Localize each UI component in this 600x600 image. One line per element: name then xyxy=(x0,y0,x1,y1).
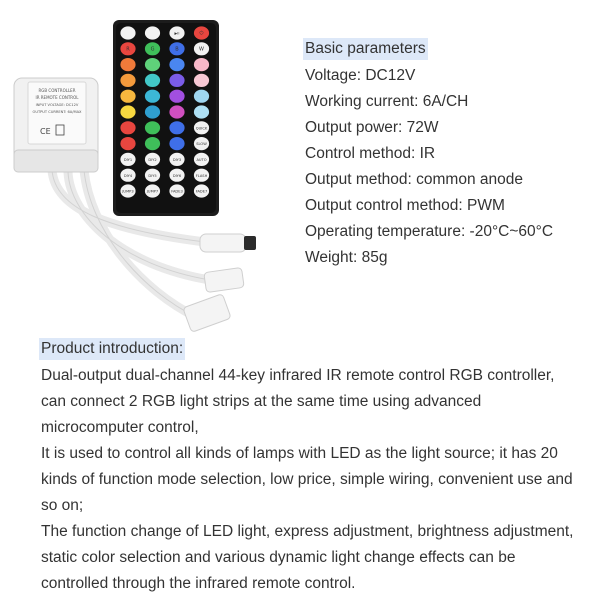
introduction-paragraph: It is used to control all kinds of lamps… xyxy=(41,445,573,514)
remote-button xyxy=(120,137,136,151)
param-operating-temperature: Operating temperature: -20°C~60°C xyxy=(305,223,554,240)
remote-button-label: W xyxy=(199,46,204,52)
remote-button xyxy=(193,89,210,103)
remote-button xyxy=(144,26,161,40)
remote-button xyxy=(144,137,161,151)
param-weight: Weight: 85g xyxy=(305,249,388,266)
remote-button xyxy=(144,152,161,166)
remote-button-label: B xyxy=(175,46,179,52)
param-working-current: Working current: 6A/CH xyxy=(305,93,469,110)
remote-button xyxy=(120,89,136,103)
remote-button xyxy=(169,26,185,40)
ce-mark: CE xyxy=(40,127,51,136)
remote-button-label: G xyxy=(151,46,155,52)
introduction-paragraph: The function change of LED light, expres… xyxy=(41,523,574,592)
remote-button xyxy=(169,137,185,151)
remote-button xyxy=(169,121,185,135)
remote-button xyxy=(144,73,161,87)
introduction-body: Dual-output dual-channel 44-key infrared… xyxy=(41,363,581,597)
remote-button-label: FADE3 xyxy=(171,190,183,194)
remote-button xyxy=(193,121,210,135)
remote-button xyxy=(120,121,136,135)
remote-button xyxy=(144,168,161,182)
remote-button xyxy=(144,184,161,198)
remote-button xyxy=(193,26,210,40)
remote-button-label: DIY3 xyxy=(173,158,181,162)
remote-button-label: R xyxy=(126,46,130,52)
remote-button-label: DIY5 xyxy=(148,174,156,178)
param-voltage: Voltage: DC12V xyxy=(305,67,416,84)
remote-button xyxy=(169,73,185,87)
connector-male xyxy=(199,233,256,253)
remote-button xyxy=(120,73,136,87)
remote-button xyxy=(193,73,210,87)
remote-button-label: JUMP7 xyxy=(146,190,158,194)
remote-button xyxy=(120,184,136,198)
remote-button xyxy=(144,42,161,56)
remote-button-label: QUICK xyxy=(196,126,208,130)
remote-button xyxy=(144,58,161,72)
remote-button xyxy=(193,152,210,166)
remote-button-label: DIY2 xyxy=(148,158,156,162)
remote-button xyxy=(169,105,185,119)
remote-button xyxy=(144,121,161,135)
param-output-power: Output power: 72W xyxy=(305,119,439,136)
remote-control: ▶II ⏻ R G B W QUICK SLOW DIY1 DIY2 DIY3 AUTO DIY4 DIY… xyxy=(113,20,219,216)
remote-button xyxy=(193,58,210,72)
remote-button xyxy=(169,168,185,182)
remote-button xyxy=(193,137,210,151)
basic-parameters: Basic parameters Voltage: DC12V Working … xyxy=(303,38,595,271)
controller-label-line: OUTPUT CURRENT: 6A/MAX xyxy=(32,110,82,114)
remote-button xyxy=(144,89,161,103)
parameters-list: Voltage: DC12V Working current: 6A/CH Ou… xyxy=(305,63,595,271)
bin-symbol-icon xyxy=(55,124,65,136)
remote-button xyxy=(120,42,136,56)
remote-button-label: FLASH xyxy=(196,174,208,178)
remote-button xyxy=(169,58,185,72)
remote-button xyxy=(169,152,185,166)
connector-female-2 xyxy=(183,294,231,332)
param-output-control-method: Output control method: PWM xyxy=(305,197,505,214)
remote-button-label: JUMP3 xyxy=(121,190,133,194)
remote-button-label: ⏻ xyxy=(200,31,204,37)
remote-button xyxy=(193,105,210,119)
param-control-method: Control method: IR xyxy=(305,145,436,162)
introduction-heading: Product introduction: xyxy=(39,338,186,360)
remote-button-label: SLOW xyxy=(196,142,207,146)
remote-button xyxy=(144,105,161,119)
remote-button-label: DIY1 xyxy=(124,158,132,162)
remote-button xyxy=(169,42,185,56)
remote-button xyxy=(169,89,185,103)
remote-button-label: DIY6 xyxy=(173,174,182,178)
controller-box: RGB CONTROLLER IR REMOTE CONTROL INPUT V… xyxy=(13,77,99,173)
remote-button-label: ▶II xyxy=(175,32,180,36)
remote-button xyxy=(193,42,210,56)
remote-button xyxy=(120,26,136,40)
connector-female-1 xyxy=(203,267,245,293)
product-photo: RGB CONTROLLER IR REMOTE CONTROL INPUT V… xyxy=(13,20,256,332)
controller-label-line: IR REMOTE CONTROL xyxy=(36,95,80,100)
remote-button-label: AUTO xyxy=(196,158,206,162)
parameters-heading: Basic parameters xyxy=(303,38,428,60)
remote-button xyxy=(120,152,136,166)
remote-button xyxy=(193,168,210,182)
remote-button xyxy=(120,58,136,72)
remote-button xyxy=(120,105,136,119)
param-output-method: Output method: common anode xyxy=(305,171,523,188)
remote-button-label: DIY4 xyxy=(124,174,133,178)
product-introduction: Product introduction: Dual-output dual-c… xyxy=(39,338,581,597)
remote-button-label: FADE7 xyxy=(196,190,208,194)
remote-button xyxy=(193,184,210,198)
controller-label-line: INPUT VOLTAGE: DC12V xyxy=(36,103,79,107)
introduction-paragraph: Dual-output dual-channel 44-key infrared… xyxy=(41,367,555,436)
controller-label-line: RGB CONTROLLER xyxy=(39,88,76,93)
remote-button xyxy=(169,184,185,198)
remote-button xyxy=(120,168,136,182)
